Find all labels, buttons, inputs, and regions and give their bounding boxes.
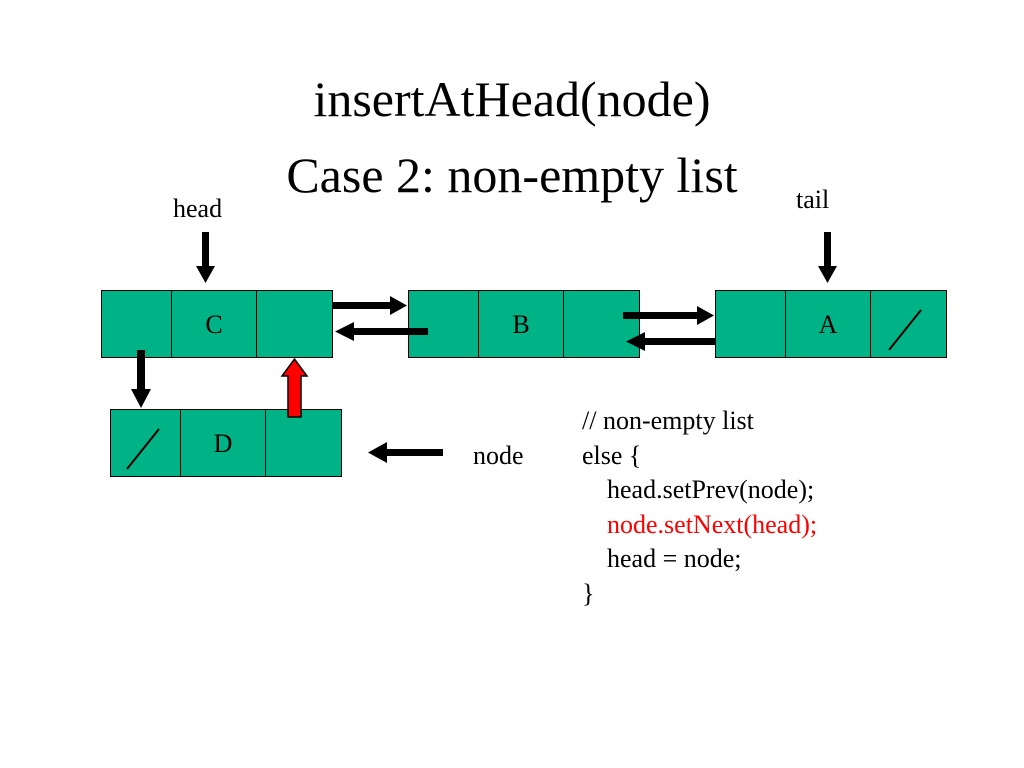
node-c-prev-cell: [102, 291, 172, 357]
code-line-3: head.setPrev(node);: [607, 475, 815, 504]
head-pointer-arrow: [196, 232, 215, 283]
c-prev-to-d-arrow: [131, 350, 151, 408]
node-c-data-cell: C: [172, 291, 257, 357]
c-to-b-next-arrow: [333, 296, 407, 315]
tail-pointer-arrow: [818, 232, 837, 283]
code-line-6: }: [582, 578, 595, 608]
b-to-c-prev-arrow: [335, 322, 428, 341]
node-b-prev-cell: [409, 291, 479, 357]
node-c: C: [101, 290, 333, 358]
node-d-prev-cell: [111, 410, 181, 476]
node-c-label: C: [205, 310, 223, 339]
node-a-prev-cell: [716, 291, 786, 357]
title-line-2: Case 2: non-empty list: [286, 147, 738, 203]
code-line-4: node.setNext(head);: [607, 509, 818, 539]
d-next-to-c-arrow: [280, 357, 309, 418]
a-to-b-prev-arrow: [626, 332, 716, 351]
title-line-1: insertAtHead(node): [313, 71, 711, 127]
code-block: // non-empty list else { head.setPrev(node…: [582, 404, 817, 611]
node-d-data-cell: D: [181, 410, 266, 476]
node-b-label: B: [512, 310, 530, 339]
code-line-5: head = node;: [607, 544, 742, 573]
node-label: node: [473, 441, 524, 470]
code-line-2: else {: [582, 440, 642, 470]
node-a-data-cell: A: [786, 291, 871, 357]
node-a-null-slash: [888, 309, 922, 351]
node-d-null-slash: [126, 428, 160, 470]
b-to-a-next-arrow: [623, 306, 714, 325]
code-line-1: // non-empty list: [582, 406, 754, 435]
node-b: B: [408, 290, 640, 358]
node-a: A: [715, 290, 947, 358]
node-d-label: D: [213, 429, 233, 458]
node-a-label: A: [818, 310, 838, 339]
head-label: head: [173, 194, 223, 223]
node-pointer-arrow: [368, 442, 443, 463]
tail-label: tail: [796, 185, 830, 214]
node-b-data-cell: B: [479, 291, 564, 357]
